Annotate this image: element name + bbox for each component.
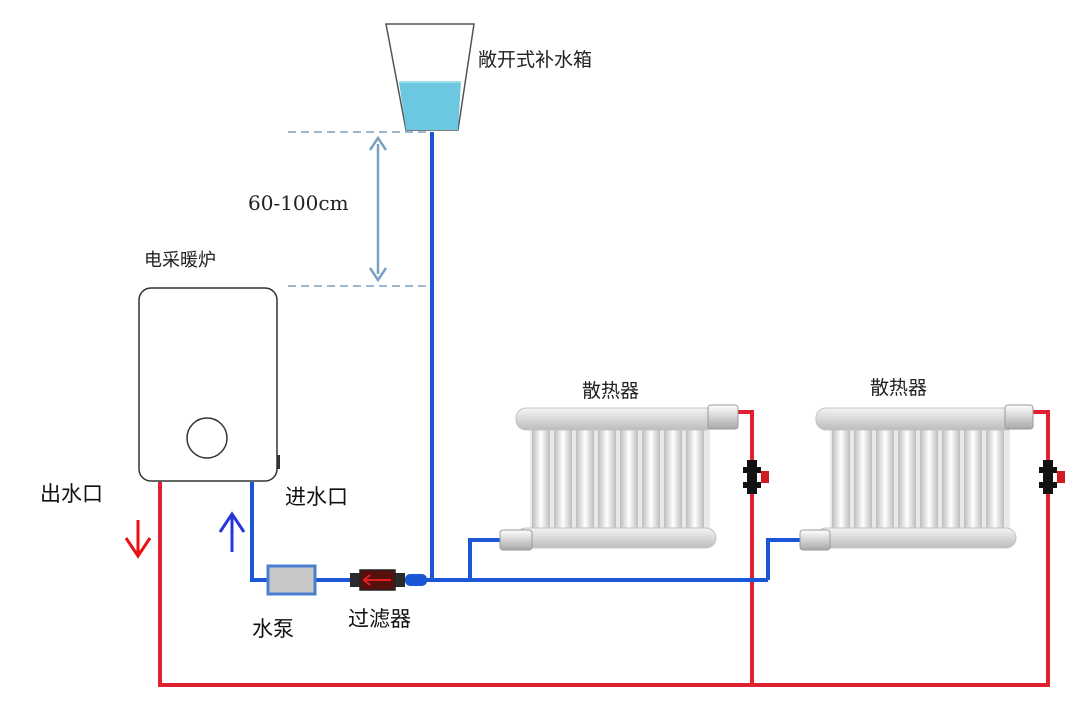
- tank-water: [399, 82, 461, 130]
- radiator-2: [799, 404, 1034, 551]
- tank-label: 敞开式补水箱: [478, 49, 592, 71]
- expansion-tank: [385, 23, 475, 131]
- radiator-1-fins: [532, 420, 704, 535]
- hot-water-pipes: [158, 410, 1050, 687]
- radiator-2-fins: [832, 420, 1004, 535]
- radiator-1-riser-pipe: [738, 410, 754, 685]
- water-pump: [266, 564, 317, 596]
- electric-boiler: [138, 287, 280, 482]
- filter-label: 过滤器: [348, 607, 411, 631]
- inlet-pipe: [250, 482, 268, 582]
- pump-label: 水泵: [252, 617, 294, 641]
- radiator-2-label: 散热器: [870, 377, 927, 399]
- main-return-pipe: [158, 410, 1050, 687]
- outlet-flow-arrow-icon: [124, 520, 152, 559]
- radiator-2-supply-pipe: [766, 538, 800, 580]
- radiator-1-label: 散热器: [582, 380, 639, 402]
- radiator-1: [499, 404, 739, 551]
- boiler-label: 电采暖炉: [144, 250, 216, 271]
- height-dimension: [288, 131, 428, 287]
- filter: [350, 569, 427, 591]
- radiator-1-valve-icon: [743, 460, 769, 494]
- inlet-flow-arrow-icon: [218, 511, 246, 552]
- cold-water-pipes: [250, 132, 800, 582]
- radiator-1-supply-pipe: [468, 538, 500, 580]
- height-range-label: 60-100cm: [248, 191, 349, 215]
- radiator-2-valve-icon: [1039, 460, 1065, 494]
- outlet-label: 出水口: [40, 482, 103, 506]
- boiler-dial-icon: [186, 417, 228, 459]
- inlet-label: 进水口: [285, 485, 348, 509]
